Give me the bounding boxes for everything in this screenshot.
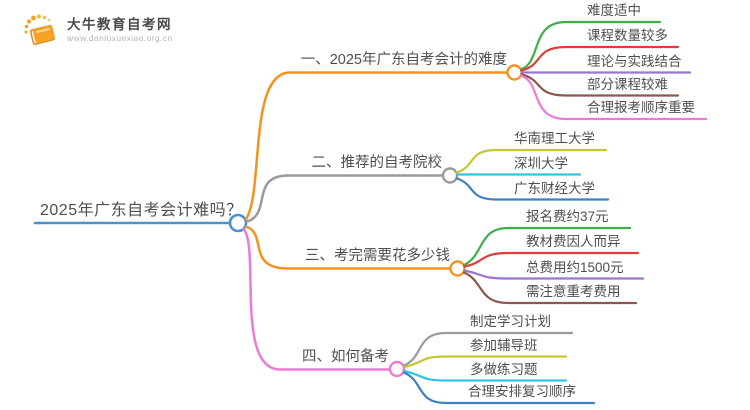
site-name: 大牛教育自考网 (67, 17, 172, 32)
subtopic: 总费用约1500元 (526, 259, 624, 275)
subtopic: 需注意重考费用 (526, 284, 621, 299)
book-with-rays-icon (24, 14, 56, 45)
branch-3-child-4-connector (462, 271, 638, 305)
site-url: www.daniuxuexiao.org.cn (67, 33, 173, 43)
subtopic: 制定学习计划 (470, 314, 551, 329)
branch-4-topic: 四、如何备考 (302, 349, 389, 365)
branch-3-child-3-connector (463, 269, 645, 280)
subtopic: 深圳大学 (514, 155, 568, 171)
subtopic: 合理安排复习顺序 (468, 384, 576, 399)
branch-3-connector (244, 225, 452, 270)
subtopic: 课程数量较多 (587, 28, 668, 43)
branch-3-node-circle (449, 260, 466, 277)
branch-4-connector (242, 227, 392, 371)
branch-4-child-3-connector (403, 369, 568, 382)
branch-1-connector (244, 71, 509, 221)
subtopic: 广东财经大学 (514, 180, 595, 196)
branch-2-child-3-connector (455, 177, 610, 201)
branch-4-node-circle (388, 360, 406, 378)
branch-3-topic: 三、考完需要花多少钱 (305, 248, 450, 264)
branch-4-child-1-connector (402, 331, 574, 367)
site-logo: 大牛教育自考网 www.daniuxuexiao.org.cn (20, 11, 173, 49)
branch-1-topic: 一、2025年广东自考会计的难度 (300, 52, 507, 68)
root-node-circle (228, 213, 248, 233)
subtopic: 多做练习题 (470, 361, 538, 377)
branch-2-child-1-connector (455, 148, 608, 174)
branch-2-topic: 二、推荐的自考院校 (311, 155, 443, 171)
branch-2-connector (245, 174, 445, 223)
subtopic: 难度适中 (587, 3, 641, 18)
subtopic: 参加辅导班 (470, 337, 538, 353)
branch-1-child-2-connector (520, 45, 680, 72)
branch-4-child-2-connector (403, 355, 568, 369)
subtopic: 华南理工大学 (514, 131, 595, 146)
subtopic: 部分课程较难 (587, 76, 668, 92)
branch-1-child-5-connector (519, 74, 708, 121)
branch-1-node-circle (506, 64, 523, 81)
branch-3-child-1-connector (462, 226, 632, 267)
root-topic: 2025年广东自考会计难吗？ (40, 202, 243, 219)
subtopic: 报名费约37元 (526, 209, 609, 224)
subtopic: 理论与实践结合 (587, 53, 682, 69)
branch-4-child-4-connector (402, 371, 596, 405)
branch-3-child-2-connector (463, 251, 640, 268)
subtopic: 教材费因人而异 (526, 234, 621, 249)
branch-2-node-circle (441, 167, 459, 184)
subtopic: 合理报考顺序重要 (587, 100, 695, 115)
branch-1-child-1-connector (519, 20, 662, 71)
branch-1-child-4-connector (520, 73, 680, 97)
